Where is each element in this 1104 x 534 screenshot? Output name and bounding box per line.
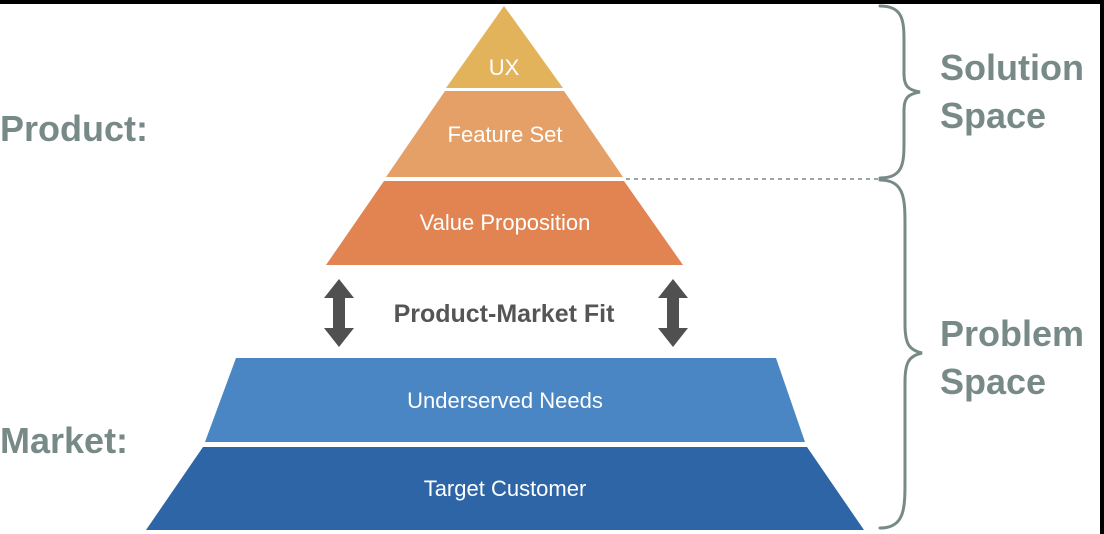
solution-space-brace xyxy=(878,4,921,180)
ux-layer-label: UX xyxy=(489,55,520,80)
problem-space-label-line2: Space xyxy=(940,361,1046,402)
product-pyramid: UX Feature Set Value Proposition xyxy=(326,6,683,265)
solution-space-label: Solution Space xyxy=(940,47,1084,136)
solution-space-label-line2: Space xyxy=(940,95,1046,136)
market-pyramid: Underserved Needs Target Customer xyxy=(146,358,864,530)
value-proposition-layer-label: Value Proposition xyxy=(420,210,591,235)
double-headed-vertical-arrow-icon xyxy=(324,279,354,347)
target-customer-layer-label: Target Customer xyxy=(424,476,587,501)
underserved-needs-layer xyxy=(205,358,805,442)
double-headed-vertical-arrow-icon xyxy=(658,279,688,347)
problem-space-label: Problem Space xyxy=(940,313,1084,402)
feature-set-layer xyxy=(386,91,623,177)
value-proposition-layer xyxy=(326,181,683,265)
product-market-fit-label: Product-Market Fit xyxy=(394,300,616,328)
product-side-label: Product: xyxy=(0,108,148,149)
feature-set-layer-label: Feature Set xyxy=(448,122,563,147)
market-side-label: Market: xyxy=(0,420,128,461)
product-market-fit-indicator: Product-Market Fit xyxy=(324,279,688,347)
problem-space-brace xyxy=(878,178,923,530)
target-customer-layer xyxy=(146,447,864,530)
ux-layer xyxy=(446,6,563,88)
problem-space-label-line1: Problem xyxy=(940,313,1084,354)
solution-space-label-line1: Solution xyxy=(940,47,1084,88)
underserved-needs-layer-label: Underserved Needs xyxy=(407,388,603,413)
